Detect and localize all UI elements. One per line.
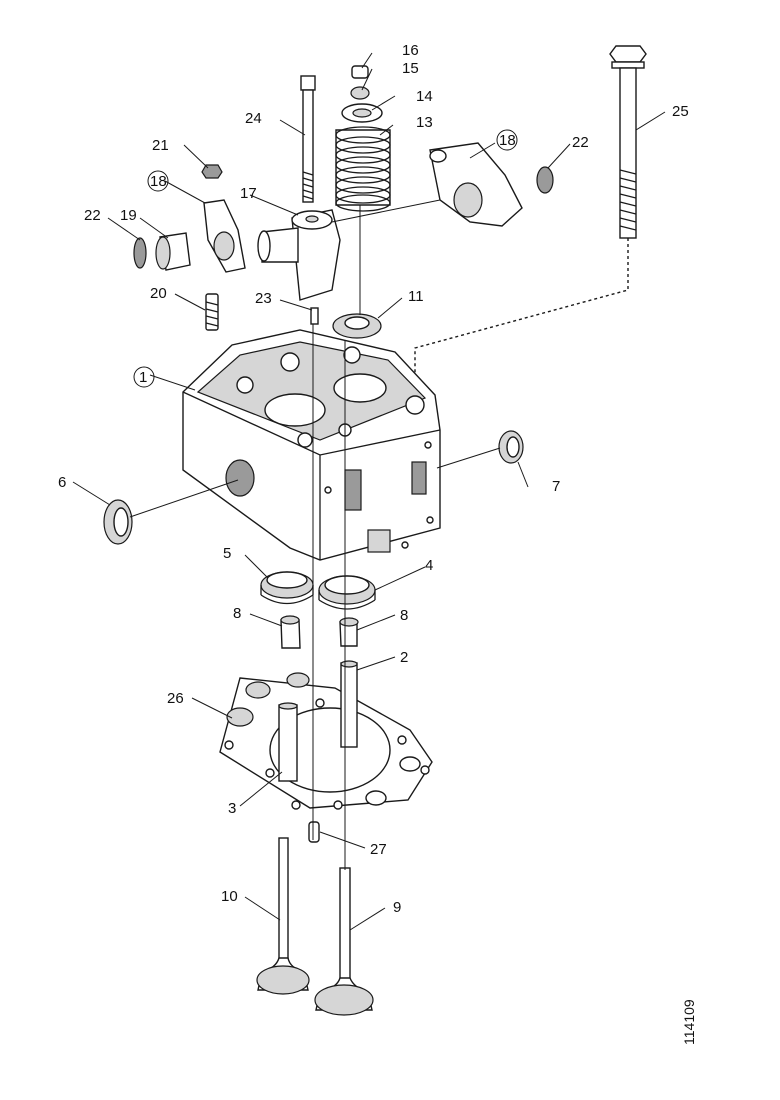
callout-3: 3 (228, 800, 236, 817)
callout-23: 23 (255, 290, 272, 307)
valve-stem-seal-left (280, 615, 301, 649)
callout-21: 21 (152, 137, 169, 154)
cylinder-head (182, 329, 441, 561)
callout-7: 7 (552, 478, 560, 495)
valve-stem-seal-right (339, 617, 359, 647)
cylinder-head-gasket (219, 672, 433, 810)
callout-14: 14 (416, 88, 433, 105)
rocker-arm-left (203, 199, 246, 273)
callout-labels: 16 15 14 13 24 21 18 22 25 18 17 22 19 2… (58, 42, 689, 916)
valve-stem-seal (332, 313, 382, 339)
callout-6: 6 (58, 474, 66, 491)
callout-18-right: 18 (499, 132, 516, 149)
figure-reference: 114109 (681, 999, 697, 1045)
callout-4: 4 (425, 557, 433, 574)
valve-guide-exhaust (278, 702, 298, 782)
circlip-right (536, 166, 554, 194)
callout-8-left: 8 (233, 605, 241, 622)
valve-spring-assembly (335, 65, 391, 212)
dowel-pin (310, 307, 319, 325)
valve-guide-inlet (340, 660, 358, 748)
valve-seat-ring-inlet (318, 575, 376, 610)
exhaust-valve (256, 837, 310, 995)
seal-ring-left (103, 499, 133, 545)
bolt (609, 45, 647, 239)
callout-26: 26 (167, 690, 184, 707)
callout-circle-18-right (496, 129, 518, 151)
callout-17: 17 (240, 185, 257, 202)
callout-22-left: 22 (84, 207, 101, 224)
rocker-bushing (155, 232, 191, 271)
callout-18-left: 18 (150, 173, 167, 190)
callout-2: 2 (400, 649, 408, 666)
callout-22-right: 22 (572, 134, 589, 151)
inlet-valve (314, 867, 374, 1016)
callout-10: 10 (221, 888, 238, 905)
callout-8-right: 8 (400, 607, 408, 624)
callout-15: 15 (402, 60, 419, 77)
callout-circle-18-left (147, 170, 169, 192)
callout-25: 25 (672, 103, 689, 120)
rocker-shaft-bracket (257, 209, 341, 301)
rocker-arm-right (429, 142, 523, 227)
seal-ring-right (498, 430, 524, 464)
callout-20: 20 (150, 285, 167, 302)
callout-11: 11 (408, 288, 424, 305)
callout-circle-1 (133, 366, 155, 388)
valve-seat-ring-exhaust (260, 571, 314, 605)
adjusting-screw (205, 293, 219, 331)
callout-19: 19 (120, 207, 137, 224)
stud (300, 75, 316, 203)
callout-24: 24 (245, 110, 262, 127)
bolt-alignment-line (414, 238, 629, 395)
leader-lines (72, 52, 666, 931)
circlip-left (133, 237, 147, 269)
callout-27: 27 (370, 841, 387, 858)
adjusting-nut (201, 164, 223, 179)
callout-9: 9 (393, 899, 401, 916)
callout-5: 5 (223, 545, 231, 562)
dowel-sleeve (308, 821, 320, 843)
callout-16: 16 (402, 42, 419, 59)
callout-1: 1 (139, 369, 147, 386)
callout-13: 13 (416, 114, 433, 131)
